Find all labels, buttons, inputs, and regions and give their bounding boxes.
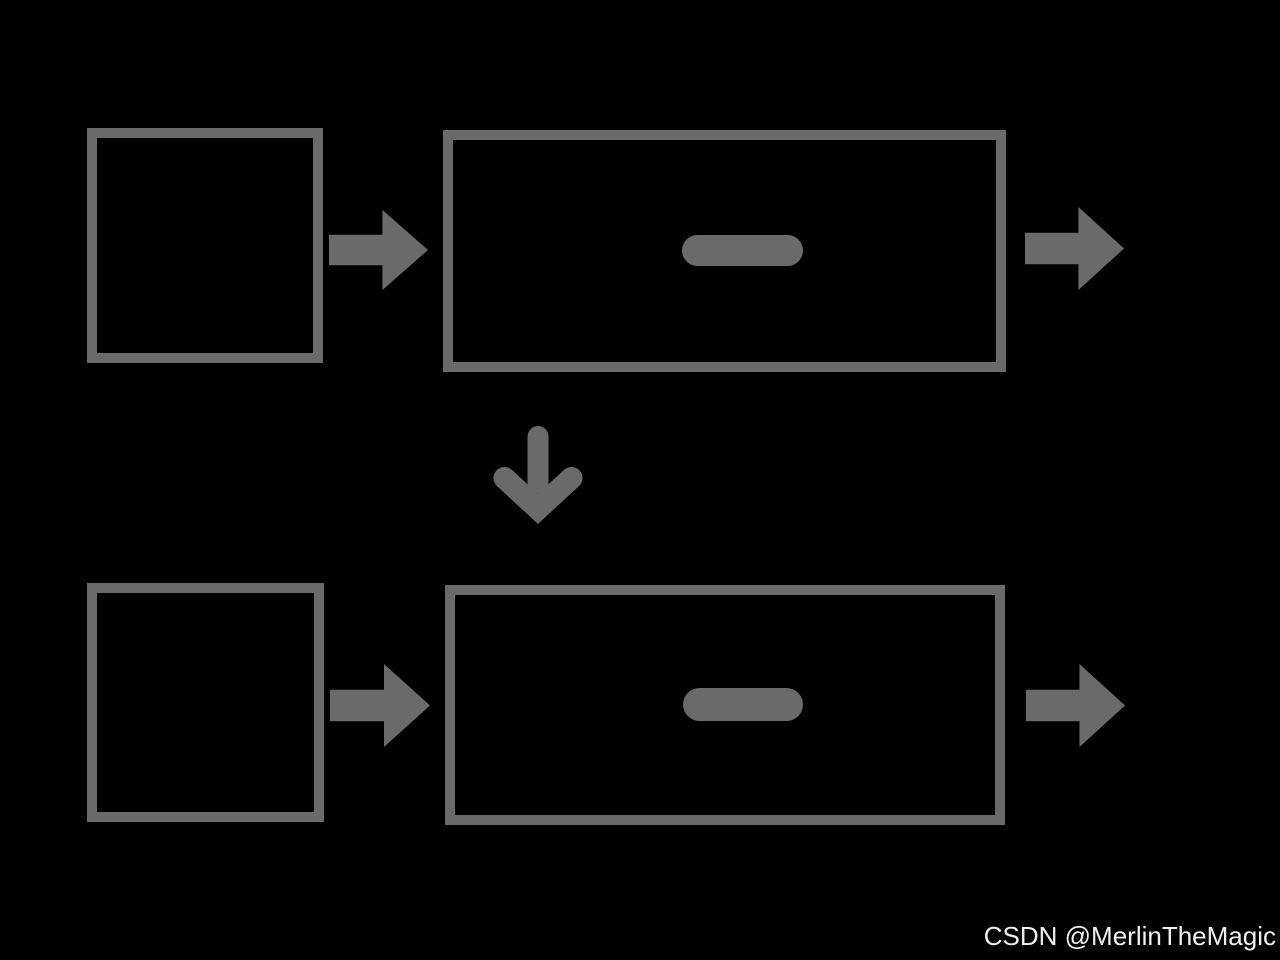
watermark-credit: CSDN @MerlinTheMagic <box>983 921 1276 951</box>
top-dash-icon <box>682 235 803 266</box>
bottom-right-arrow-2-icon <box>1026 664 1125 747</box>
bottom-right-arrow-1-icon <box>330 664 430 747</box>
bottom-dash-icon <box>683 688 803 721</box>
top-wide-node <box>443 130 1006 372</box>
bottom-wide-node <box>445 585 1005 825</box>
top-square-node <box>87 128 323 363</box>
down-arrow-icon <box>493 426 583 524</box>
top-right-arrow-2-icon <box>1025 207 1124 290</box>
top-right-arrow-1-icon <box>329 210 428 290</box>
bottom-square-node <box>87 583 324 822</box>
